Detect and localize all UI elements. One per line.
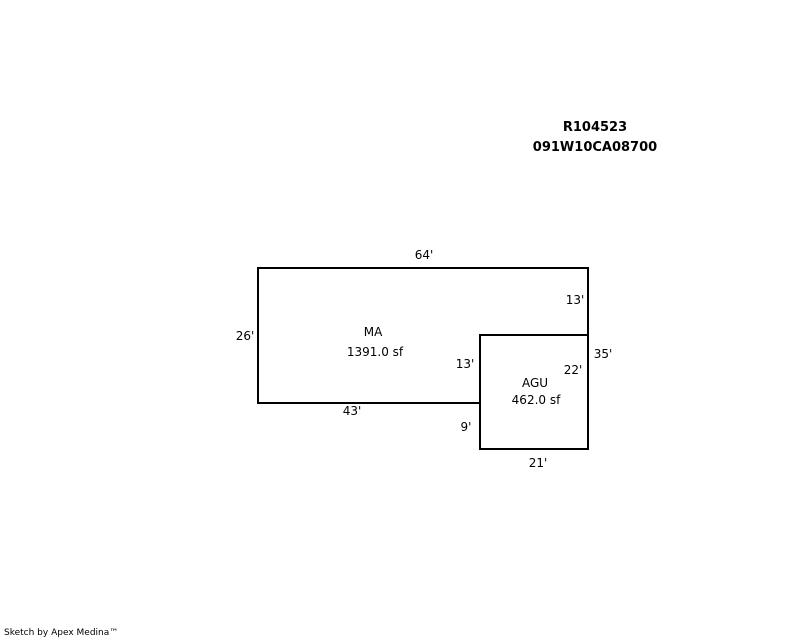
ma-area-label: 1391.0 sf <box>347 345 404 359</box>
ma-code-label: MA <box>364 325 383 339</box>
agu-outline <box>479 334 589 450</box>
dim-ma-bottom: 43' <box>343 404 362 418</box>
dim-agu-lower-left: 9' <box>461 420 472 434</box>
parcel-header: R104523 091W10CA08700 <box>520 118 670 158</box>
dim-agu-right: 22' <box>564 363 583 377</box>
dim-ma-right-upper: 13' <box>566 293 585 307</box>
sketch-credit: Sketch by Apex Medina™ <box>4 628 119 638</box>
dim-ma-left: 26' <box>236 329 255 343</box>
parcel-id: R104523 <box>562 120 628 135</box>
agu-code-label: AGU <box>522 376 548 390</box>
agu-area-label: 462.0 sf <box>512 393 561 407</box>
dim-ma-top: 64' <box>415 248 434 262</box>
dim-agu-bottom: 21' <box>529 456 548 470</box>
dim-ma-inner-vertical: 13' <box>456 357 475 371</box>
dim-agu-outer-right: 35' <box>594 347 613 361</box>
map-number: 091W10CA08700 <box>532 140 658 155</box>
